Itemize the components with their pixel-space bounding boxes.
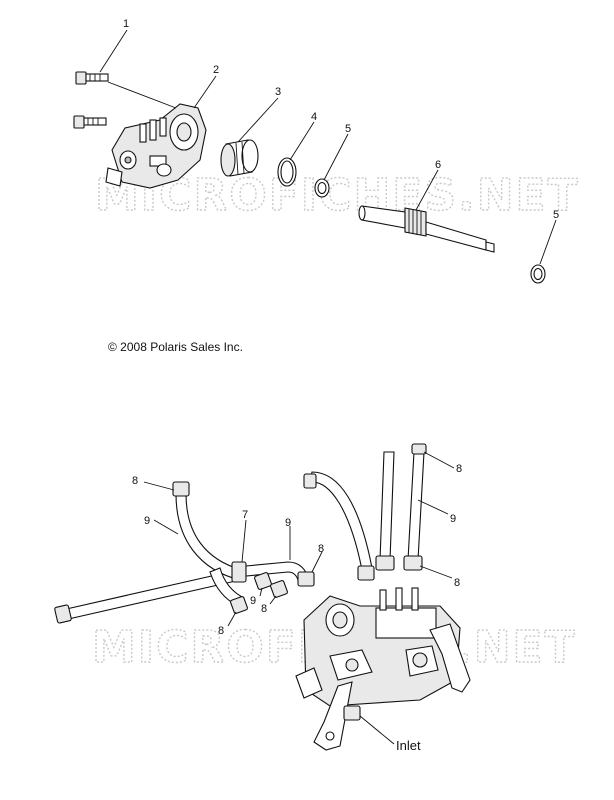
callout-5-upper: 5 <box>345 123 351 135</box>
inlet-label: Inlet <box>396 738 421 753</box>
callout-9-b: 9 <box>285 517 291 529</box>
oil-pump-block <box>295 587 471 751</box>
callout-7: 7 <box>242 509 248 521</box>
callout-8-c: 8 <box>261 603 267 615</box>
fitting-small-1 <box>254 572 272 590</box>
callout-8-e: 8 <box>456 463 462 475</box>
vertical-hose-1 <box>379 451 395 561</box>
callout-9-a: 9 <box>144 515 150 527</box>
vertical-hose-2 <box>407 451 425 561</box>
callout-6: 6 <box>435 159 441 171</box>
leaders-top <box>99 29 557 265</box>
hose-end-middle <box>303 473 317 489</box>
bottom-assembly: 8 9 7 9 8 9 8 8 8 9 8 Inlet <box>54 443 471 753</box>
leaders-bottom <box>143 451 455 745</box>
copyright-text: © 2008 Polaris Sales Inc. <box>108 340 243 354</box>
oil-pump-body <box>105 103 207 189</box>
t-fitting <box>231 561 315 587</box>
washer-upper-hole <box>317 181 327 195</box>
long-hose-left <box>54 569 241 624</box>
hose-clamp-1 <box>375 555 395 571</box>
bushing-cylinder <box>220 139 259 177</box>
hose-lower-left <box>209 567 248 614</box>
callout-9-d: 9 <box>450 513 456 525</box>
curved-hose-middle <box>309 471 373 571</box>
hose-end-2 <box>411 443 427 455</box>
callout-8-f: 8 <box>454 577 460 589</box>
callout-4: 4 <box>311 111 317 123</box>
fitting-small-2 <box>270 580 288 598</box>
callout-2: 2 <box>213 64 219 76</box>
callout-8-b: 8 <box>318 543 324 555</box>
callout-8-d: 8 <box>218 625 224 637</box>
washer-lower-hole <box>533 267 543 281</box>
o-ring-inner <box>280 160 294 184</box>
callout-5-lower: 5 <box>553 209 559 221</box>
drive-shaft-gear <box>358 205 495 253</box>
callout-9-c: 9 <box>250 595 256 607</box>
bolt-upper <box>75 71 109 85</box>
hose-clamp-2 <box>403 555 423 571</box>
top-assembly: 1 2 3 4 5 6 5 <box>73 18 559 284</box>
hose-clamp-middle <box>357 565 375 581</box>
callout-3: 3 <box>275 86 281 98</box>
callout-8-a: 8 <box>132 475 138 487</box>
callout-1: 1 <box>123 18 129 30</box>
bolt-lower <box>73 115 107 129</box>
